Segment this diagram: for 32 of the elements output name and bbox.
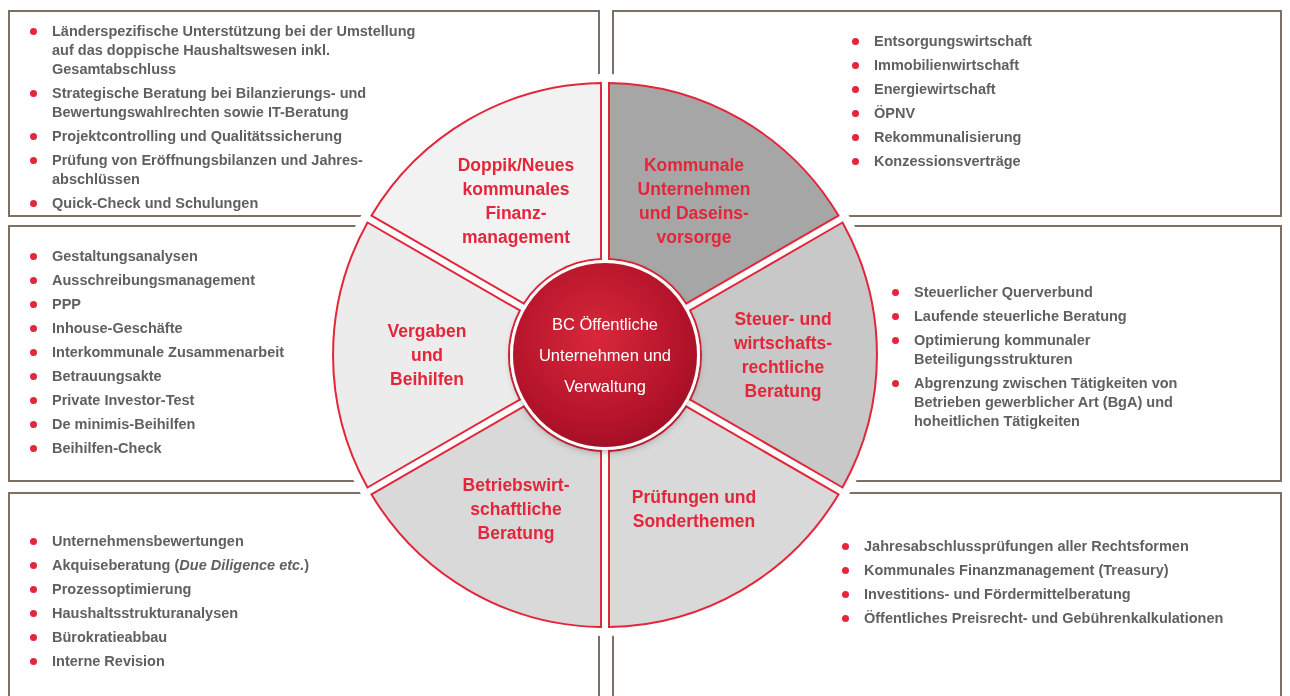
bullet-item: Prozessoptimierung xyxy=(28,580,368,599)
bullet-item: Akquiseberatung (Due Diligence etc.) xyxy=(28,556,368,575)
bullet-item: Jahresabschlussprüfungen aller Rechtsformen xyxy=(840,537,1240,556)
bullet-item: Kommunales Finanzmanagement (Treasury) xyxy=(840,561,1240,580)
bullet-item: Länderspezifische Unterstützung bei der Umstellung auf das doppische Haushaltswesen inkl. Gesamtabschluss xyxy=(28,22,428,79)
bullet-item: Strategische Beratung bei Bilanzierungs- und Bewertungswahlrechten sowie IT-Beratung xyxy=(28,84,428,122)
bullet-item: Bürokratieabbau xyxy=(28,628,368,647)
bullet-item: Steuerlicher Querverbund xyxy=(890,283,1220,302)
segment-title: Steuer- und wirtschafts- rechtliche Beratung xyxy=(732,308,834,403)
bullet-item: Investitions- und Fördermittelberatung xyxy=(840,585,1240,604)
bullet-item: Immobilienwirtschaft xyxy=(850,56,1150,75)
bullet-item: Optimierung kommunaler Beteiligungsstrukturen xyxy=(890,331,1220,369)
segment-title: Doppik/Neues kommunales Finanz- management xyxy=(456,153,576,249)
bullet-item: Laufende steuerliche Beratung xyxy=(890,307,1220,326)
bullet-item: Öffentliches Preisrecht- und Gebührenkalkulationen xyxy=(840,609,1240,628)
bullet-item: Interne Revision xyxy=(28,652,368,671)
bullet-item: Rekommunalisierung xyxy=(850,128,1150,147)
segment-title: Prüfungen und Sonderthemen xyxy=(630,486,758,534)
bullet-item: Konzessionsverträge xyxy=(850,152,1150,171)
segment-title: Vergaben und Beihilfen xyxy=(386,320,468,391)
bullet-item: Energiewirtschaft xyxy=(850,80,1150,99)
bullet-item: Haushaltsstrukturanalysen xyxy=(28,604,368,623)
bullet-item: Abgrenzung zwischen Tätigkeiten von Betrieben gewerblicher Art (BgA) und hoheitlichen Tätigkeiten xyxy=(890,374,1220,431)
segment-title: Betriebswirt- schaftliche Beratung xyxy=(461,474,571,546)
bullet-item: Unternehmensbewertungen xyxy=(28,532,368,551)
bullet-item: Entsorgungswirtschaft xyxy=(850,32,1150,51)
bullet-item: Projektcontrolling und Qualitätssicherung xyxy=(28,127,428,146)
bullet-item: Gestaltungsanalysen xyxy=(28,247,348,266)
bullet-item: Beihilfen-Check xyxy=(28,439,348,458)
center-title: BC Öffentliche Unternehmen und Verwaltung xyxy=(537,313,673,397)
segment-title: Kommunale Unternehmen und Daseins- vorsorge xyxy=(636,153,752,249)
bullet-item: ÖPNV xyxy=(850,104,1150,123)
